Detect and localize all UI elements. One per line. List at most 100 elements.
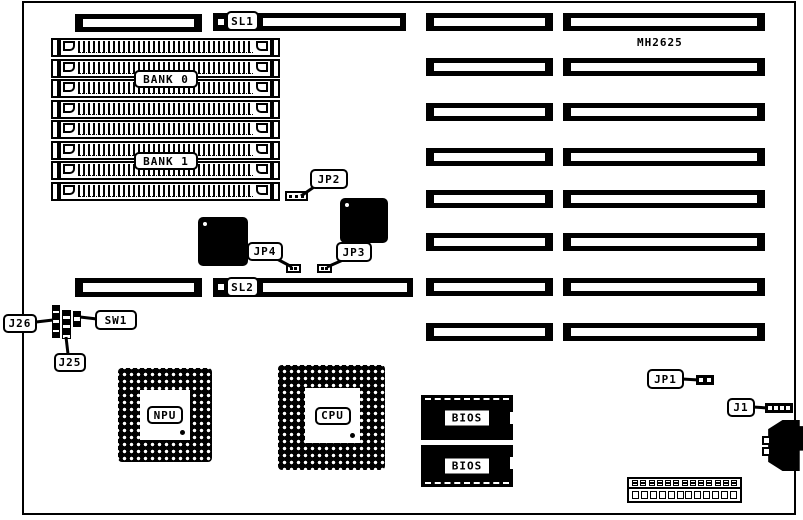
simm-socket bbox=[51, 99, 280, 119]
bios-dash-line bbox=[425, 398, 509, 400]
simm-clip bbox=[256, 184, 268, 195]
jp1-jumper bbox=[696, 375, 714, 385]
jp3-label: JP3 bbox=[336, 242, 372, 262]
slot-sl2: SL2 bbox=[213, 277, 413, 297]
keyboard-connector bbox=[762, 420, 803, 471]
simm-contacts bbox=[78, 40, 253, 55]
simm-end-bar bbox=[270, 122, 274, 137]
part-number: MH2625 bbox=[637, 36, 683, 49]
cpu-socket: CPU bbox=[278, 365, 385, 470]
simm-end-bar bbox=[57, 81, 61, 96]
sl2-label: SL2 bbox=[226, 277, 259, 297]
slot-stripe bbox=[263, 283, 407, 292]
connector-notch bbox=[762, 447, 771, 456]
expansion-slot-long bbox=[563, 58, 765, 76]
slot-stripe bbox=[83, 19, 194, 27]
simm-end-bar bbox=[57, 60, 61, 76]
simm-clip bbox=[63, 143, 75, 154]
j25-header bbox=[62, 310, 71, 339]
slot-stripe bbox=[83, 283, 194, 292]
simm-end-bar bbox=[270, 101, 274, 117]
mid-left-slot-bar bbox=[75, 278, 202, 297]
jp1-label: JP1 bbox=[647, 369, 684, 389]
simm-contacts bbox=[78, 102, 253, 117]
j1-header bbox=[765, 403, 793, 413]
jp2-jumper bbox=[285, 191, 308, 201]
simm-end-bar bbox=[57, 142, 61, 158]
bank0-label: BANK 0 bbox=[134, 70, 198, 88]
expansion-slot-short bbox=[426, 13, 553, 31]
sw1-label: SW1 bbox=[95, 310, 137, 330]
j1-label: J1 bbox=[727, 398, 755, 417]
simm-clip bbox=[63, 164, 75, 174]
j26-header bbox=[52, 305, 60, 339]
slot-key-dot bbox=[218, 19, 224, 25]
expansion-slot-long bbox=[563, 13, 765, 31]
expansion-slot-short bbox=[426, 103, 553, 121]
cpu-label: CPU bbox=[314, 406, 351, 425]
qfp-chip-right bbox=[340, 198, 388, 243]
board-outline bbox=[22, 1, 796, 515]
simm-end-bar bbox=[57, 183, 61, 199]
simm-end-bar bbox=[57, 163, 61, 178]
qfp-chip-left bbox=[198, 217, 248, 266]
jp4-jumper bbox=[286, 264, 301, 273]
simm-end-bar bbox=[57, 122, 61, 137]
simm-clip bbox=[63, 61, 75, 72]
expansion-slot-long bbox=[563, 233, 765, 251]
simm-socket bbox=[51, 181, 280, 201]
keyboard-connector-body bbox=[768, 420, 803, 471]
simm-end-bar bbox=[270, 163, 274, 178]
bios-dash-line bbox=[425, 482, 509, 484]
jp3-jumper bbox=[317, 264, 332, 273]
pin1-dot bbox=[180, 430, 185, 435]
bios-chip-bottom: BIOS bbox=[421, 445, 515, 487]
simm-socket bbox=[51, 120, 280, 139]
power-pins-bottom bbox=[629, 489, 740, 501]
slot-sl1: SL1 bbox=[213, 11, 406, 31]
pin1-dot bbox=[345, 203, 349, 207]
expansion-slot-short bbox=[426, 323, 553, 341]
expansion-slot-long bbox=[563, 103, 765, 121]
j26-label: J26 bbox=[3, 314, 37, 333]
simm-end-bar bbox=[270, 60, 274, 76]
simm-clip bbox=[256, 82, 268, 92]
simm-clip bbox=[63, 102, 75, 113]
expansion-slot-short bbox=[426, 190, 553, 208]
simm-clip bbox=[256, 102, 268, 113]
simm-clip bbox=[63, 184, 75, 195]
simm-clip bbox=[256, 41, 268, 51]
cpu-body: CPU bbox=[305, 388, 360, 443]
power-connector bbox=[627, 477, 742, 503]
simm-socket bbox=[51, 38, 280, 57]
bios-chip-top: BIOS bbox=[421, 395, 515, 440]
simm-end-bar bbox=[270, 142, 274, 158]
jp4-label: JP4 bbox=[247, 242, 283, 261]
npu-socket: NPU bbox=[118, 368, 212, 462]
power-pins-top bbox=[629, 479, 740, 489]
simm-clip bbox=[256, 61, 268, 72]
simm-contacts bbox=[78, 184, 253, 199]
simm-end-bar bbox=[270, 81, 274, 96]
expansion-slot-short bbox=[426, 233, 553, 251]
simm-end-bar bbox=[57, 101, 61, 117]
expansion-slot-short bbox=[426, 148, 553, 166]
simm-clip bbox=[256, 164, 268, 174]
simm-contacts bbox=[78, 122, 253, 137]
bios-notch bbox=[510, 457, 515, 469]
slot-key-dot bbox=[218, 284, 224, 290]
j25-label: J25 bbox=[54, 353, 86, 372]
bios-bottom-label: BIOS bbox=[443, 456, 491, 476]
expansion-slot-short bbox=[426, 278, 553, 296]
pin1-dot bbox=[203, 222, 207, 226]
simm-end-bar bbox=[270, 40, 274, 55]
simm-clip bbox=[63, 123, 75, 133]
simm-clip bbox=[256, 123, 268, 133]
bank1-label: BANK 1 bbox=[134, 152, 198, 170]
expansion-slot-long bbox=[563, 148, 765, 166]
connector-notch bbox=[762, 436, 771, 445]
slot-stripe bbox=[263, 18, 400, 26]
bios-top-label: BIOS bbox=[443, 408, 491, 427]
simm-clip bbox=[256, 143, 268, 154]
